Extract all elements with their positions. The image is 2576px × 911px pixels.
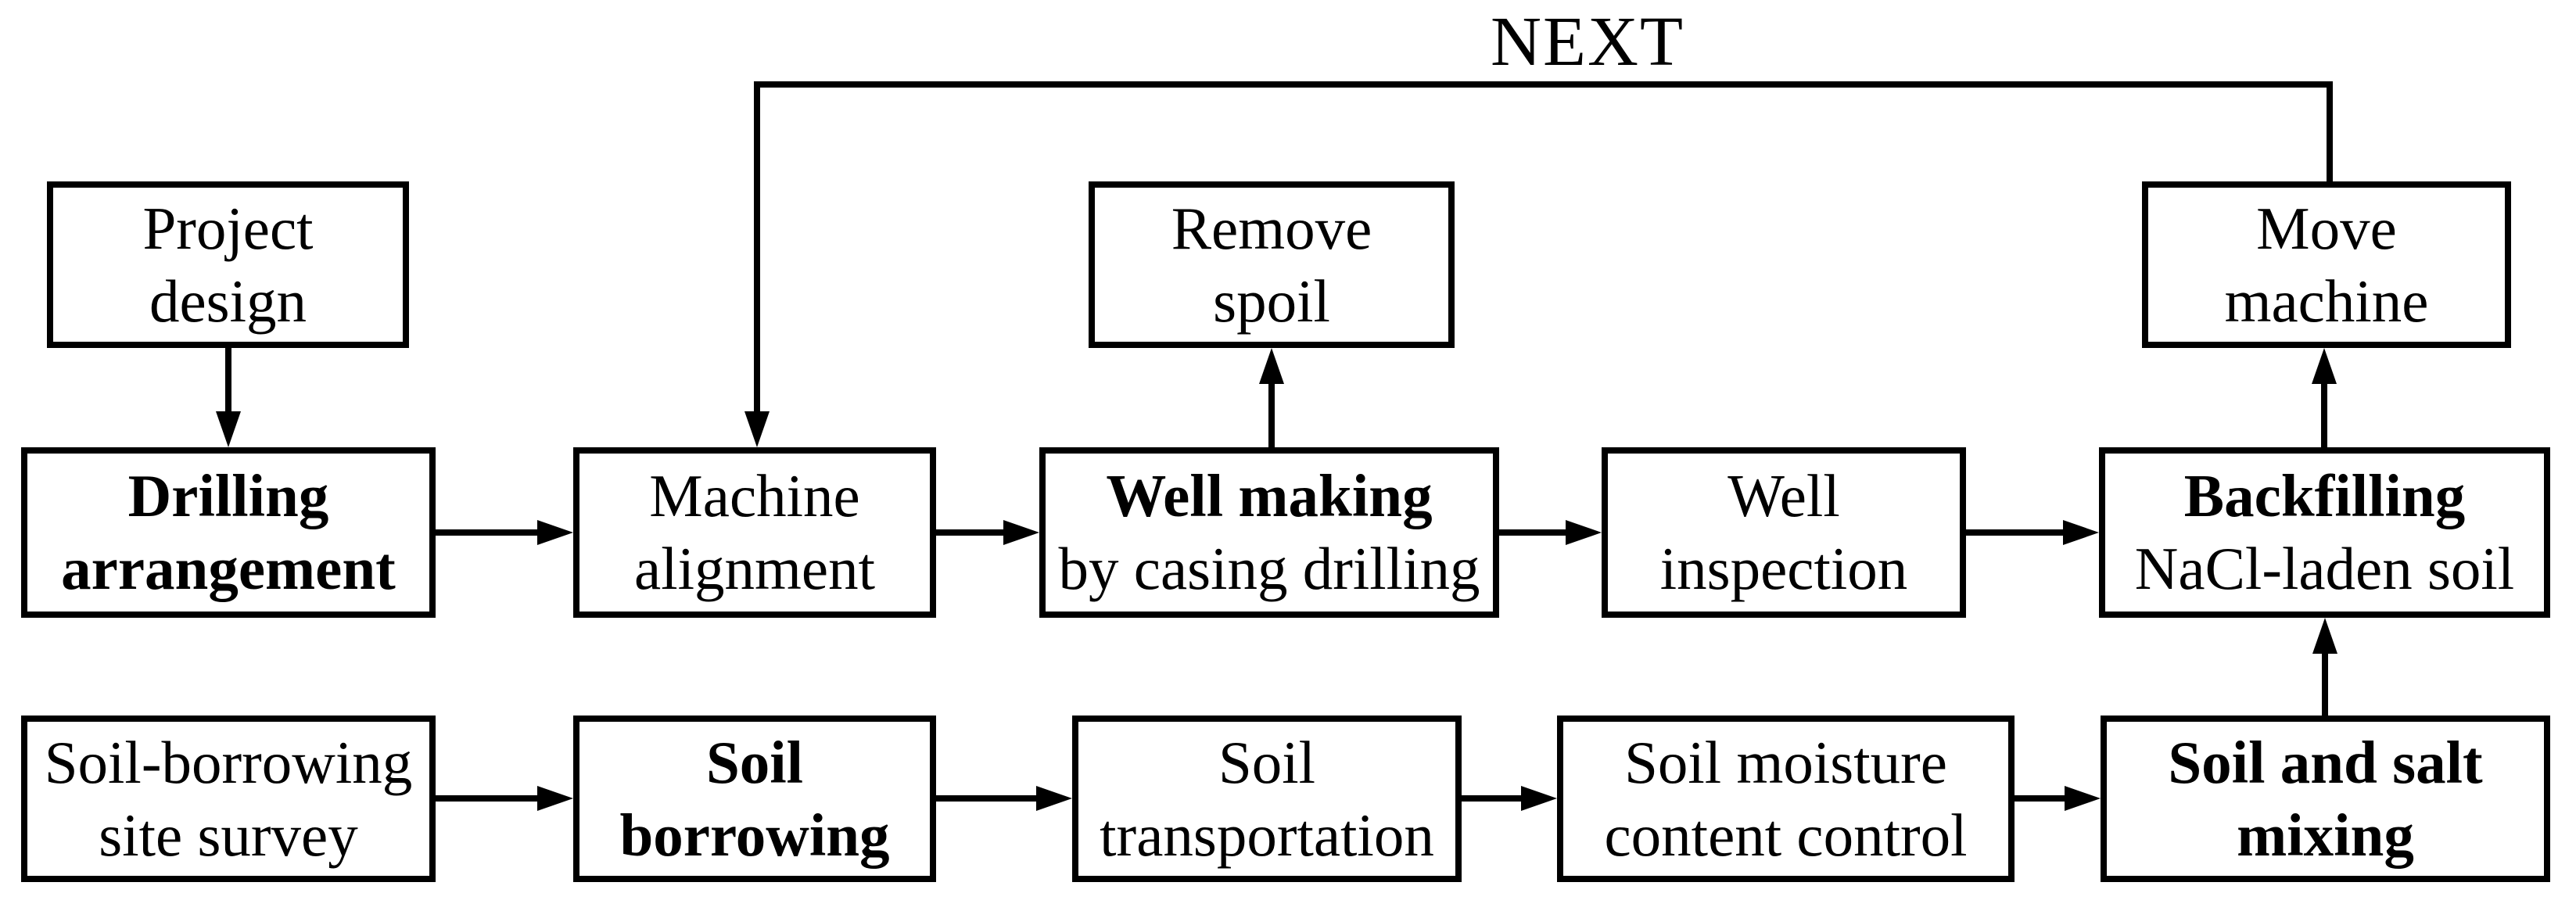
arrow-saltmixing-to-backfilling-shaft	[2322, 651, 2328, 716]
node-well-inspection: Well inspection	[1602, 447, 1966, 618]
arrowhead-borrowing-to-transportation	[1036, 786, 1072, 811]
arrowhead-wellmaking-to-inspection	[1566, 520, 1602, 545]
node-backfilling: Backfilling NaCl-laden soil	[2099, 447, 2550, 618]
node-well-inspection-line2: inspection	[1659, 535, 1908, 602]
arrow-inspection-to-backfilling-shaft	[1966, 529, 2066, 536]
node-remove-spoil-line1: Remove	[1171, 194, 1372, 262]
node-well-inspection-line1: Well	[1727, 462, 1840, 529]
node-soil-moisture-line2: content control	[1604, 801, 1968, 869]
node-drilling-arrangement: Drilling arrangement	[21, 447, 436, 618]
node-soil-transportation: Soil transportation	[1072, 716, 1462, 882]
node-soil-moisture-line1: Soil moisture	[1624, 728, 1947, 796]
node-soil-borrowing: Soil borrowing	[573, 716, 936, 882]
node-soil-borrowing-line2: borrowing	[619, 801, 890, 869]
node-drilling-arrangement-line2: arrangement	[61, 535, 396, 602]
node-move-machine: Move machine	[2142, 181, 2511, 348]
node-remove-spoil-line2: spoil	[1213, 267, 1330, 335]
arrow-backfilling-to-movemachine-shaft	[2321, 381, 2327, 447]
node-project-design-line1: Project	[142, 194, 314, 262]
node-soil-borrowing-site-survey: Soil-borrowing site survey	[21, 716, 436, 882]
arrow-wellmaking-to-inspection-shaft	[1499, 529, 1569, 536]
arrow-drilling-to-machine-shaft	[436, 529, 540, 536]
node-move-machine-line1: Move	[2256, 194, 2397, 262]
node-well-making: Well making by casing drilling	[1039, 447, 1499, 618]
node-backfilling-line1: Backfilling	[2183, 462, 2466, 529]
node-well-making-line1: Well making	[1106, 462, 1433, 529]
node-project-design-line2: design	[149, 267, 307, 335]
arrow-transportation-to-moisture-shaft	[1462, 795, 1524, 802]
node-machine-alignment-line2: alignment	[634, 535, 875, 602]
arrow-wellmaking-to-removespoil-shaft	[1268, 381, 1275, 447]
node-machine-alignment: Machine alignment	[573, 447, 936, 618]
arrowhead-moisture-to-saltmixing	[2065, 786, 2101, 811]
arrowhead-into-machine-alignment	[744, 411, 770, 447]
node-soil-transportation-line1: Soil	[1218, 728, 1316, 796]
node-machine-alignment-line1: Machine	[649, 462, 860, 529]
arrow-borrowing-to-transportation-shaft	[936, 795, 1039, 802]
arrowhead-machine-to-wellmaking	[1003, 520, 1039, 545]
arrowhead-drilling-to-machine	[537, 520, 573, 545]
node-soil-salt-mixing-line2: mixing	[2237, 801, 2414, 869]
arrow-moisture-to-saltmixing-shaft	[2015, 795, 2068, 802]
arrowhead-into-backfilling	[2312, 618, 2337, 654]
node-soil-salt-mixing-line1: Soil and salt	[2168, 728, 2483, 796]
next-loop-horizontal-line	[754, 81, 2333, 88]
node-soil-moisture-content-control: Soil moisture content control	[1557, 716, 2015, 882]
arrow-survey-to-borrowing-shaft	[436, 795, 540, 802]
node-project-design: Project design	[47, 181, 409, 348]
arrowhead-into-drilling-arrangement	[216, 411, 241, 447]
arrowhead-into-remove-spoil	[1259, 348, 1284, 384]
arrow-machine-to-wellmaking-shaft	[936, 529, 1006, 536]
node-soil-borrowing-line1: Soil	[705, 728, 804, 796]
next-loop-left-vertical-line	[754, 81, 760, 414]
arrowhead-into-move-machine	[2312, 348, 2337, 384]
node-drilling-arrangement-line1: Drilling	[127, 462, 329, 529]
node-soil-and-salt-mixing: Soil and salt mixing	[2101, 716, 2550, 882]
arrow-project-to-drilling-shaft	[225, 348, 231, 414]
next-loop-label: NEXT	[1491, 3, 1684, 81]
node-soil-survey-line1: Soil-borrowing	[44, 728, 413, 796]
node-soil-transportation-line2: transportation	[1100, 801, 1434, 869]
node-soil-survey-line2: site survey	[99, 801, 358, 869]
node-move-machine-line2: machine	[2224, 267, 2429, 335]
arrowhead-transportation-to-moisture	[1521, 786, 1557, 811]
node-well-making-line2: by casing drilling	[1058, 535, 1480, 602]
next-loop-right-vertical-line	[2327, 81, 2333, 182]
arrowhead-inspection-to-backfilling	[2063, 520, 2099, 545]
arrowhead-survey-to-borrowing	[537, 786, 573, 811]
node-remove-spoil: Remove spoil	[1089, 181, 1455, 348]
node-backfilling-line2: NaCl-laden soil	[2134, 535, 2515, 602]
